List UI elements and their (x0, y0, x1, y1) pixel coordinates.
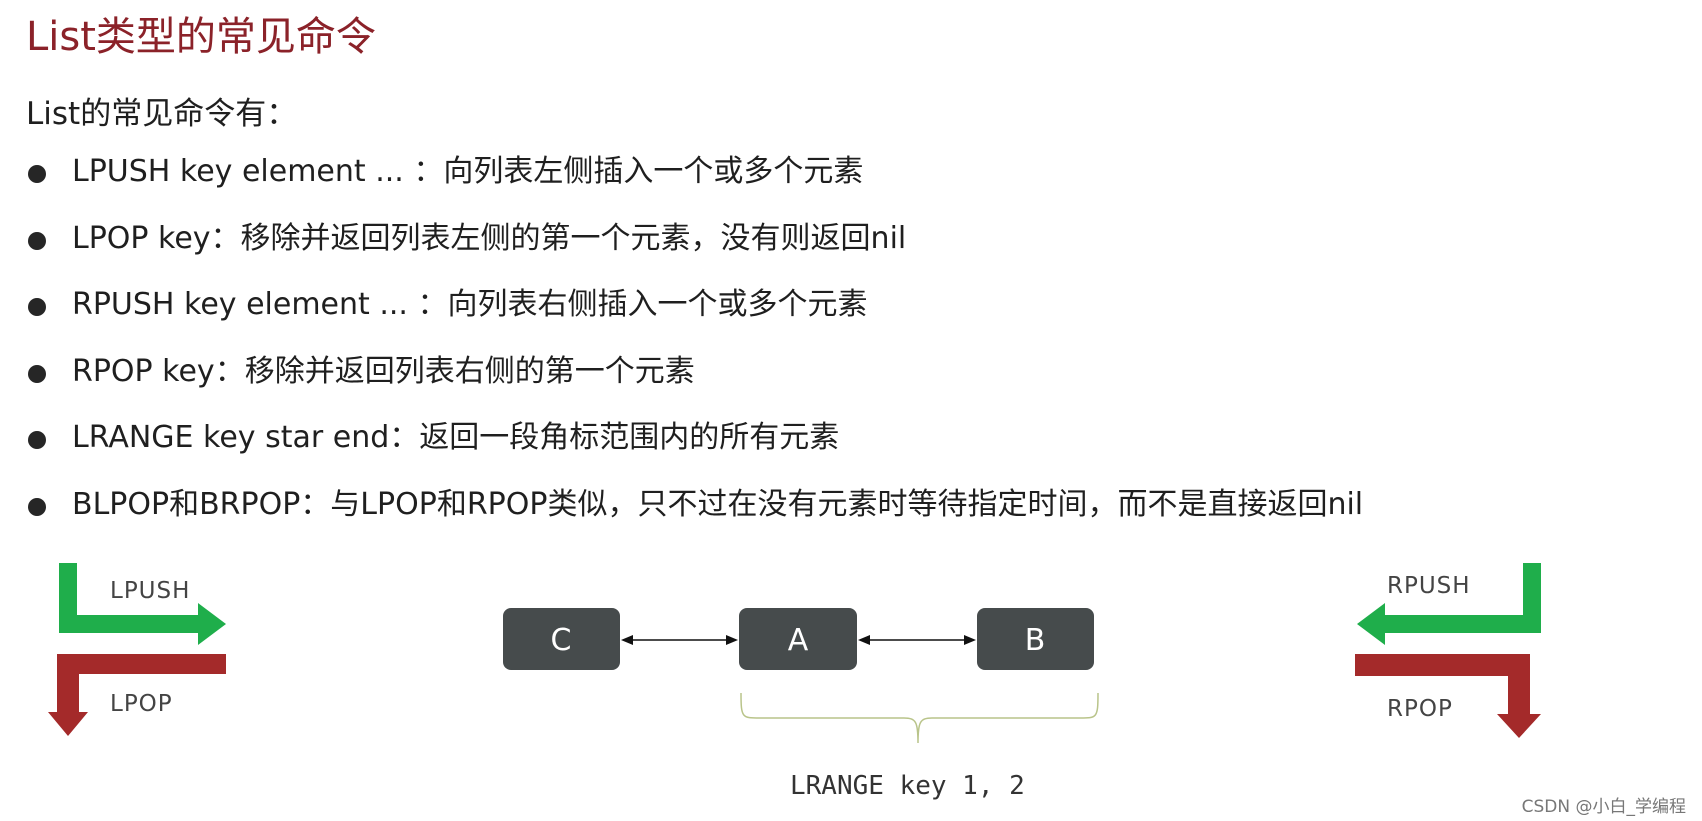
lpush-label: LPUSH (110, 578, 190, 604)
range-label: LRANGE key 1, 2 (790, 771, 1025, 801)
node-b: B (977, 608, 1094, 670)
lpush-arrow-icon (59, 563, 226, 645)
command-text: LRANGE key star end：返回一段角标范围内的所有元素 (72, 420, 840, 455)
rpush-arrow-icon (1357, 563, 1541, 645)
list-item: LPOP key：移除并返回列表左侧的第一个元素，没有则返回nil (26, 217, 1363, 284)
command-text: LPOP key：移除并返回列表左侧的第一个元素，没有则返回nil (72, 220, 907, 256)
node-a: A (739, 608, 857, 670)
intro-text: List的常见命令有： (26, 96, 298, 132)
bullet-icon (28, 497, 46, 516)
bullet-icon (28, 298, 46, 316)
list-item: LPUSH key element ... ：向列表左侧插入一个或多个元素 (26, 150, 1363, 217)
command-text: BLPOP和BRPOP：与LPOP和RPOP类似，只不过在没有元素时等待指定时间… (72, 486, 1364, 522)
bullet-icon (28, 165, 46, 183)
list-item: RPUSH key element ... ：向列表右侧插入一个或多个元素 (26, 283, 1363, 350)
lpop-arrow-icon (48, 654, 226, 736)
command-text: RPOP key：移除并返回列表右侧的第一个元素 (72, 353, 695, 389)
command-text: RPUSH key element ... ：向列表右侧插入一个或多个元素 (72, 287, 868, 322)
command-list: LPUSH key element ... ：向列表左侧插入一个或多个元素 LP… (26, 150, 1363, 549)
node-label: B (1025, 623, 1046, 658)
command-text: LPUSH key element ... ：向列表左侧插入一个或多个元素 (72, 154, 864, 189)
list-item: BLPOP和BRPOP：与LPOP和RPOP类似，只不过在没有元素时等待指定时间… (26, 483, 1363, 550)
lpop-label: LPOP (110, 691, 173, 717)
node-label: A (788, 623, 809, 658)
bullet-icon (28, 231, 46, 250)
node-c: C (503, 608, 620, 670)
rpop-arrow-icon (1355, 654, 1541, 738)
list-diagram: LPUSH LPOP C A B LRANGE key 1, 2 RPUSH R… (48, 563, 1541, 801)
bullet-icon (28, 431, 46, 449)
range-brace-icon (740, 692, 1099, 744)
list-item: RPOP key：移除并返回列表右侧的第一个元素 (26, 350, 1363, 417)
watermark: CSDN @小白_学编程 (1521, 797, 1686, 817)
list-item: LRANGE key star end：返回一段角标范围内的所有元素 (26, 416, 1363, 483)
rpush-label: RPUSH (1387, 573, 1471, 599)
link-a-b-icon (858, 635, 976, 645)
rpop-label: RPOP (1387, 696, 1453, 722)
page-title: List类型的常见命令 (26, 14, 376, 60)
node-label: C (551, 623, 572, 658)
bullet-icon (28, 364, 46, 383)
link-c-a-icon (621, 635, 738, 645)
